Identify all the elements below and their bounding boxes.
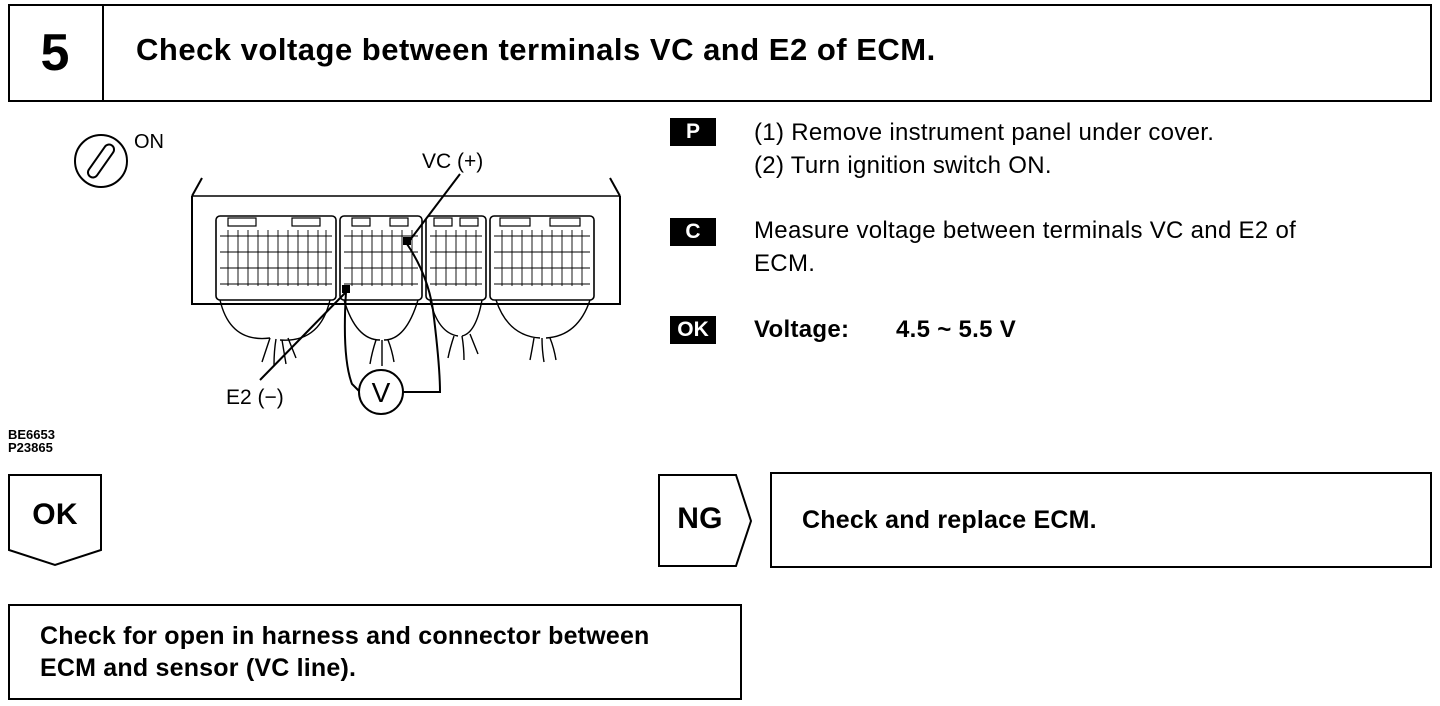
- check-text-line2: ECM.: [754, 250, 816, 277]
- step-title: Check voltage between terminals VC and E…: [136, 32, 936, 67]
- ignition-key-icon: [74, 134, 128, 188]
- wire-harness: [219, 299, 591, 366]
- step-header-box: [8, 4, 1432, 102]
- ok-spec-value: 4.5 ~ 5.5 V: [896, 316, 1017, 343]
- ng-action-text: Check and replace ECM.: [802, 506, 1097, 534]
- prep-step-2: (2) Turn ignition switch ON.: [754, 152, 1052, 179]
- prep-step-1: (1) Remove instrument panel under cover.: [754, 119, 1215, 146]
- vc-label: VC (+): [422, 150, 483, 173]
- e2-label: E2 (−): [226, 386, 284, 409]
- prep-tag: P: [670, 118, 716, 146]
- ok-tag: OK: [670, 316, 716, 344]
- ok-arrow-box: [8, 474, 102, 567]
- step-number: 5: [8, 4, 104, 102]
- check-tag: C: [670, 218, 716, 246]
- vc-terminal: [403, 237, 411, 245]
- ng-arrow-box: [658, 474, 753, 567]
- figure-code: P23865: [8, 440, 53, 455]
- ecm-connectors: [215, 215, 595, 301]
- ignition-on-label: ON: [134, 131, 164, 153]
- ecm-connector-diagram: ON: [74, 131, 621, 415]
- ok-action-box: [8, 604, 742, 700]
- voltmeter-label: V: [372, 377, 391, 408]
- ok-action-line2: ECM and sensor (VC line).: [40, 654, 357, 682]
- probe-leads: [259, 173, 461, 393]
- ng-action-box: [770, 472, 1432, 568]
- check-text-line1: Measure voltage between terminals VC and…: [754, 217, 1297, 244]
- ok-spec-label: Voltage:: [754, 316, 850, 343]
- ok-action-line1: Check for open in harness and connector …: [40, 622, 650, 650]
- figure-code: BE6653: [8, 427, 55, 442]
- voltmeter-icon: [358, 369, 404, 415]
- ok-flow-label: OK: [32, 498, 78, 531]
- ecm-housing: [191, 177, 621, 305]
- ng-flow-label: NG: [677, 502, 723, 535]
- e2-terminal: [342, 285, 350, 293]
- figure-codes: BE6653 P23865: [8, 428, 55, 454]
